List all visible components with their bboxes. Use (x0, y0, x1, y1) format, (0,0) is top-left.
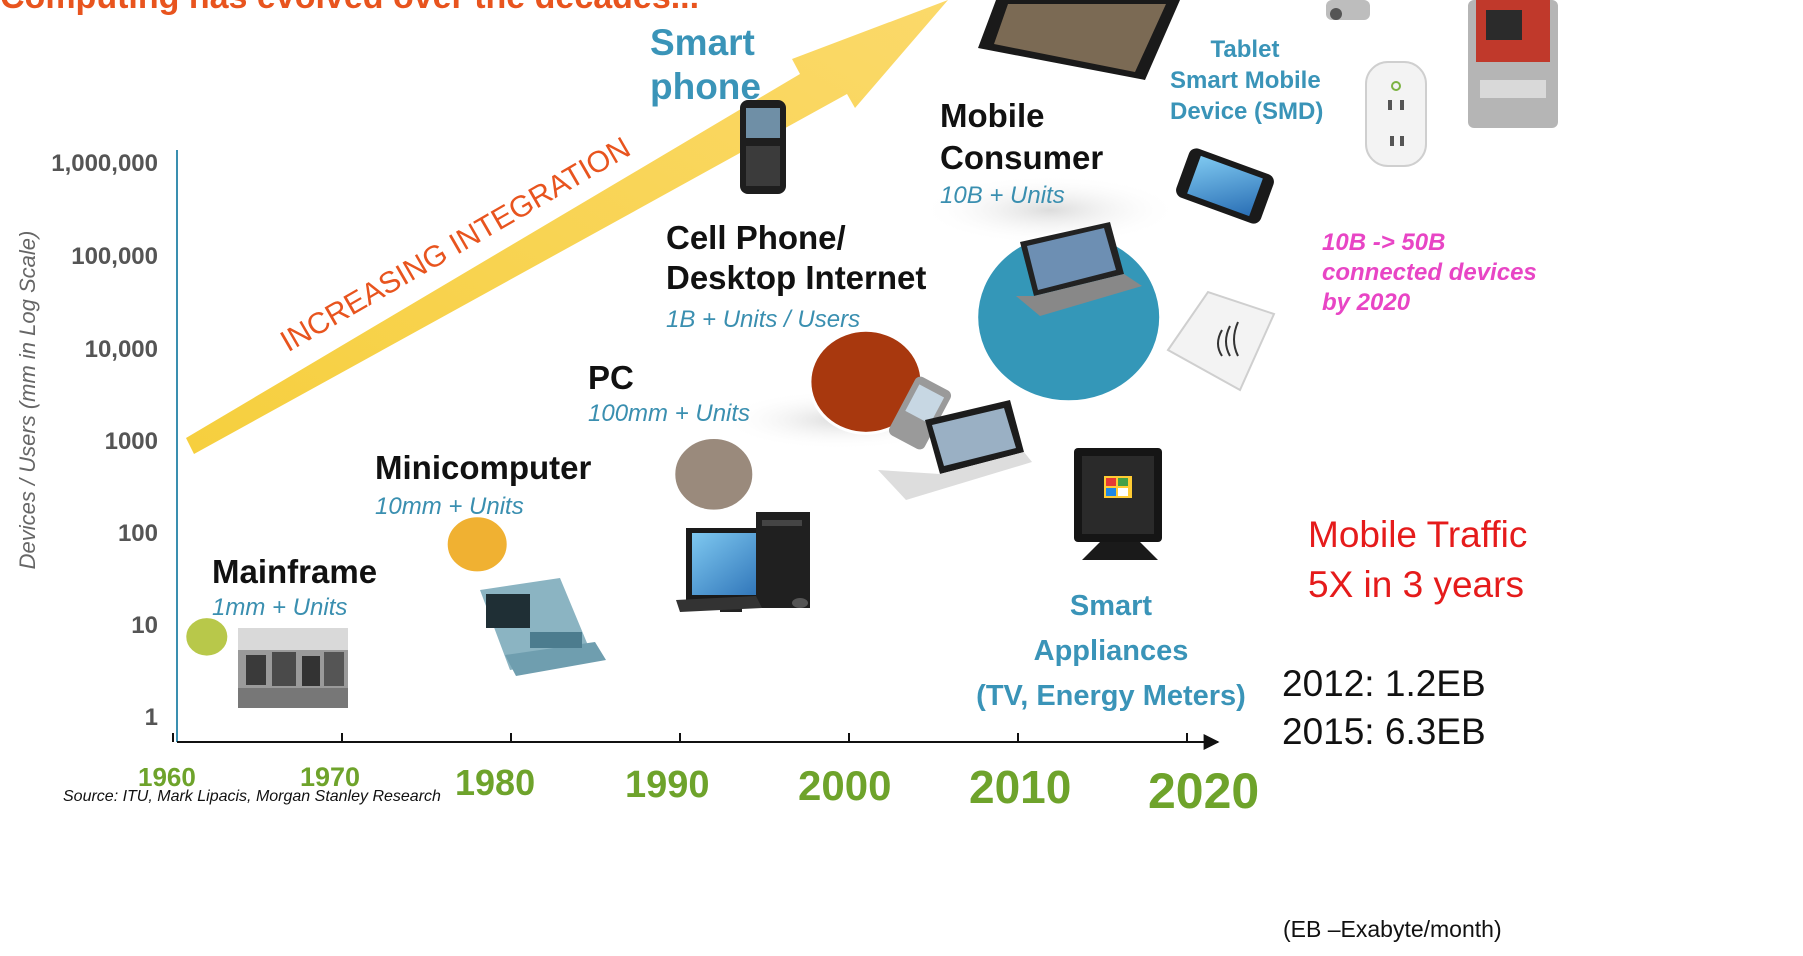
x-tick-label: 2020 (1148, 763, 1260, 819)
era-units-pc: 100mm + Units (588, 400, 751, 427)
ereader-picture (1166, 290, 1276, 392)
era-units-mobile-consumer: 10B + Units (940, 182, 1065, 209)
era-units-mainframe: 1mm + Units (212, 594, 348, 621)
era-title-mainframe: Mainframe (212, 553, 378, 590)
traffic-stat-2015: 2015: 6.3EB (1282, 711, 1486, 753)
era-title-cell-desktop-line2: Desktop Internet (666, 259, 927, 296)
tablet-label-line2: Smart Mobile (1170, 67, 1321, 95)
netbook-picture (1016, 222, 1142, 316)
era-title-mobile-consumer-line2: Consumer (940, 139, 1104, 176)
tablet-label-line1: Tablet (1210, 36, 1280, 63)
google-tv-picture (1074, 448, 1162, 560)
x-tick-label: 2000 (798, 762, 892, 809)
y-tick-label: 100 (117, 520, 158, 547)
smart-phone-label-line2: phone (650, 66, 761, 107)
connected-devices-line2: connected devices (1322, 259, 1537, 286)
smart-appliances-line3: (TV, Energy Meters) (976, 679, 1246, 712)
x-tick-label: 1990 (625, 764, 710, 806)
tablet-label-line3: Device (SMD) (1170, 98, 1324, 126)
y-tick-label: 10 (131, 612, 158, 639)
traffic-stats: 2012: 1.2EB 2015: 6.3EB (1282, 660, 1486, 756)
mobile-traffic-line1: Mobile Traffic (1308, 514, 1528, 555)
era-units-cell-desktop: 1B + Units / Users (666, 306, 861, 333)
desktop-pc-picture (676, 512, 810, 612)
era-title-cell-desktop-line1: Cell Phone/ (666, 219, 846, 256)
bubble-pc (672, 436, 756, 513)
era-title-pc: PC (588, 359, 634, 396)
y-tick-label: 1000 (104, 428, 158, 455)
connected-devices-line1: 10B -> 50B (1322, 229, 1446, 256)
traffic-stat-2012: 2012: 1.2EB (1282, 663, 1486, 704)
x-tick-marks (172, 733, 1188, 742)
x-tick-label: 1980 (455, 762, 536, 803)
connected-devices-line3: by 2020 (1322, 289, 1411, 316)
blackberry-phone-picture (740, 100, 786, 194)
camera-device-picture (1326, 0, 1370, 20)
laptop-picture (878, 400, 1032, 500)
y-tick-labels: 1,000,000 100,000 10,000 1000 100 10 1 (0, 0, 158, 956)
bubble-shadow (920, 175, 1180, 245)
smart-phone-label-line1: Smart (650, 22, 755, 63)
y-tick-label: 100,000 (71, 243, 158, 270)
flip-phone-picture (888, 376, 952, 450)
bubble-mainframe (183, 615, 231, 659)
exabyte-note: (EB –Exabyte/month) (1283, 916, 1502, 942)
y-tick-label: 1 (144, 704, 158, 731)
connected-devices-note: 10B -> 50B connected devices by 2020 (1322, 228, 1537, 318)
bubble-layer (183, 231, 1163, 659)
mobile-traffic-line2: 5X in 3 years (1308, 563, 1524, 605)
header-title: Computing has evolved over the decades..… (0, 0, 699, 17)
smart-plug-picture (1365, 61, 1427, 167)
bubble-minicomputer (444, 514, 510, 575)
minicomputer-terminal-picture (480, 578, 606, 676)
source-note: Source: ITU, Mark Lipacis, Morgan Stanle… (63, 788, 441, 805)
tablet-picture (978, 0, 1180, 80)
x-tick-label: 2010 (969, 761, 1072, 813)
x-tick-label: 1970 (300, 762, 361, 792)
era-units-minicomputer: 10mm + Units (375, 493, 524, 520)
era-title-minicomputer: Minicomputer (375, 449, 592, 486)
x-tick-label: 1960 (138, 762, 196, 792)
y-tick-label: 1,000,000 (51, 150, 158, 177)
smart-appliances-line1: Smart (1069, 590, 1153, 622)
era-title-mobile-consumer-line1: Mobile (940, 97, 1045, 134)
smart-appliances-line2: Appliances (1033, 634, 1189, 667)
mainframe-room-photo (238, 628, 348, 708)
y-tick-label: 10,000 (84, 336, 158, 363)
smart-appliances-label: Smart Appliances (TV, Energy Meters) (976, 584, 1246, 719)
mobile-traffic-note: Mobile Traffic 5X in 3 years (1308, 510, 1527, 610)
touch-phone-picture (1176, 148, 1274, 224)
energy-meter-picture (1468, 0, 1558, 128)
tablet-label: Tablet Smart Mobile Device (SMD) (1170, 34, 1324, 128)
